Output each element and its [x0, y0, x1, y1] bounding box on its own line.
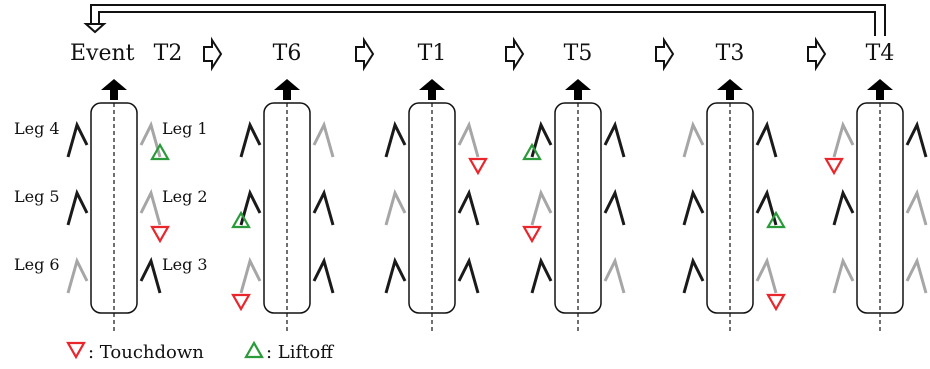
liftoff-marker-icon	[150, 142, 170, 161]
loop-back-arrow	[83, 4, 886, 36]
heading-arrow-stem	[574, 86, 582, 100]
sequence-arrow-icon	[505, 36, 525, 72]
legend-liftoff-label: : Liftoff	[266, 342, 334, 363]
event-label: Event	[70, 41, 135, 66]
sequence-arrow-icon	[203, 36, 223, 72]
leg-6-swing	[832, 256, 855, 294]
leg-4-stance	[530, 120, 553, 158]
panel-T1	[384, 79, 488, 334]
leg-6-swing	[239, 256, 262, 294]
leg-3-stance	[457, 256, 480, 294]
liftoff-marker-icon	[244, 340, 264, 359]
leg-4-stance	[384, 120, 407, 158]
leg-label-6: Leg 6	[14, 255, 60, 274]
panel-T4	[824, 79, 928, 334]
touchdown-marker-icon	[522, 225, 542, 244]
leg-6-swing	[66, 256, 89, 294]
liftoff-marker-icon	[522, 142, 542, 161]
leg-label-3: Leg 3	[162, 255, 208, 274]
heading-arrow-stem	[876, 86, 884, 100]
leg-3-swing	[755, 256, 778, 294]
legend-touchdown-label: : Touchdown	[88, 342, 204, 363]
panel-T3	[682, 79, 786, 334]
leg-2-stance	[603, 188, 626, 226]
heading-arrow-icon	[419, 79, 445, 90]
heading-arrow-stem	[110, 86, 118, 100]
leg-label-4: Leg 4	[14, 119, 60, 138]
heading-arrow-icon	[867, 79, 893, 90]
event-header-T6: T6	[273, 41, 302, 66]
event-header-T1: T1	[418, 41, 447, 66]
leg-2-stance	[457, 188, 480, 226]
leg-1-swing	[457, 120, 480, 158]
leg-1-swing	[312, 120, 335, 158]
leg-3-stance	[312, 256, 335, 294]
panel-T6	[231, 79, 335, 334]
leg-label-5: Leg 5	[14, 187, 60, 206]
leg-5-swing	[384, 188, 407, 226]
leg-5-stance	[832, 188, 855, 226]
sequence-arrow-icon	[655, 36, 675, 72]
panel-T2	[66, 79, 170, 334]
leg-1-swing	[139, 120, 162, 158]
leg-2-swing	[139, 188, 162, 226]
leg-1-stance	[603, 120, 626, 158]
leg-2-stance	[755, 188, 778, 226]
heading-arrow-icon	[101, 79, 127, 90]
leg-4-swing	[682, 120, 705, 158]
touchdown-marker-icon	[231, 293, 251, 312]
touchdown-marker-icon	[824, 157, 844, 176]
leg-5-stance	[239, 188, 262, 226]
leg-5-stance	[682, 188, 705, 226]
event-header-T5: T5	[564, 41, 593, 66]
leg-3-swing	[905, 256, 928, 294]
leg-1-stance	[905, 120, 928, 158]
event-header-T3: T3	[716, 41, 745, 66]
leg-6-stance	[682, 256, 705, 294]
heading-arrow-stem	[726, 86, 734, 100]
leg-6-stance	[384, 256, 407, 294]
leg-3-stance	[139, 256, 162, 294]
heading-arrow-icon	[565, 79, 591, 90]
leg-4-swing	[832, 120, 855, 158]
leg-2-swing	[905, 188, 928, 226]
leg-label-2: Leg 2	[162, 187, 208, 206]
legend: : Touchdown : Liftoff	[66, 340, 334, 363]
touchdown-marker-icon	[468, 157, 488, 176]
event-header-T2: T2	[154, 41, 183, 66]
liftoff-marker-icon	[231, 210, 251, 229]
leg-5-stance	[66, 188, 89, 226]
heading-arrow-icon	[274, 79, 300, 90]
heading-arrow-stem	[428, 86, 436, 100]
leg-1-stance	[755, 120, 778, 158]
leg-2-stance	[312, 188, 335, 226]
touchdown-marker-icon	[66, 341, 86, 360]
sequence-arrow-icon	[355, 36, 375, 72]
leg-6-stance	[530, 256, 553, 294]
leg-4-stance	[239, 120, 262, 158]
panel-T5	[522, 79, 626, 334]
heading-arrow-stem	[283, 86, 291, 100]
leg-5-swing	[530, 188, 553, 226]
leg-3-swing	[603, 256, 626, 294]
leg-4-stance	[66, 120, 89, 158]
event-header-T4: T4	[866, 41, 895, 66]
leg-label-1: Leg 1	[162, 119, 208, 138]
sequence-arrow-icon	[807, 36, 827, 72]
touchdown-marker-icon	[150, 225, 170, 244]
touchdown-marker-icon	[766, 293, 786, 312]
liftoff-marker-icon	[766, 210, 786, 229]
heading-arrow-icon	[717, 79, 743, 90]
